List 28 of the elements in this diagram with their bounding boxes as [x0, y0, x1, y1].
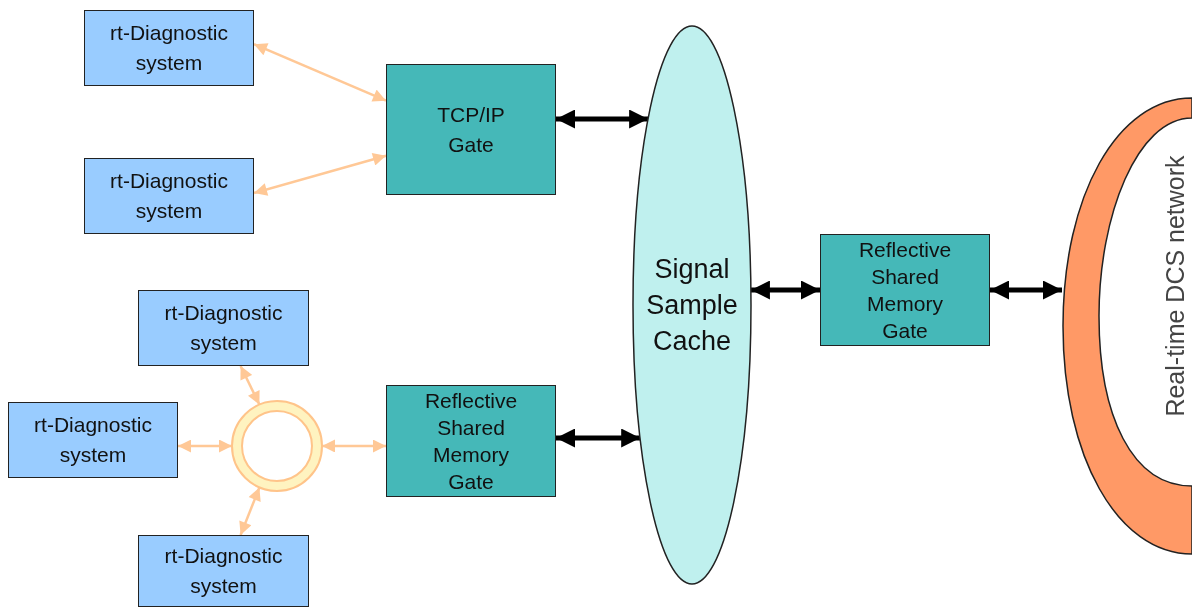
system-box — [84, 10, 254, 86]
node-label: rt-Diagnostic system — [109, 168, 229, 224]
node-label: rt-Diagnostic system — [33, 412, 153, 468]
node-label: Reflective Shared Memory Gate — [857, 237, 953, 344]
system-box — [138, 290, 309, 366]
gate-box — [386, 385, 556, 497]
node-label: Signal Sample Cache — [645, 253, 739, 358]
node-label: rt-Diagnostic system — [163, 543, 284, 599]
system-box — [8, 402, 178, 478]
node-label: Reflective Shared Memory Gate — [423, 388, 519, 495]
gate-box — [386, 64, 556, 195]
double-arrow — [556, 428, 641, 448]
node-label: Real-time DCS network — [1160, 155, 1190, 417]
double-arrow — [556, 109, 649, 129]
node-label: rt-Diagnostic system — [163, 300, 284, 356]
double-arrow — [253, 43, 387, 102]
double-arrow — [750, 280, 820, 300]
node-label: TCP/IP Gate — [436, 101, 506, 158]
double-arrow — [239, 486, 261, 536]
node-label: rt-Diagnostic system — [109, 20, 229, 76]
double-arrow — [990, 280, 1062, 300]
system-box — [138, 535, 309, 607]
double-arrow — [239, 365, 261, 406]
double-arrow — [178, 439, 232, 453]
gate-box — [820, 234, 990, 346]
double-arrow — [253, 153, 387, 196]
system-box — [84, 158, 254, 234]
double-arrow — [322, 439, 386, 453]
